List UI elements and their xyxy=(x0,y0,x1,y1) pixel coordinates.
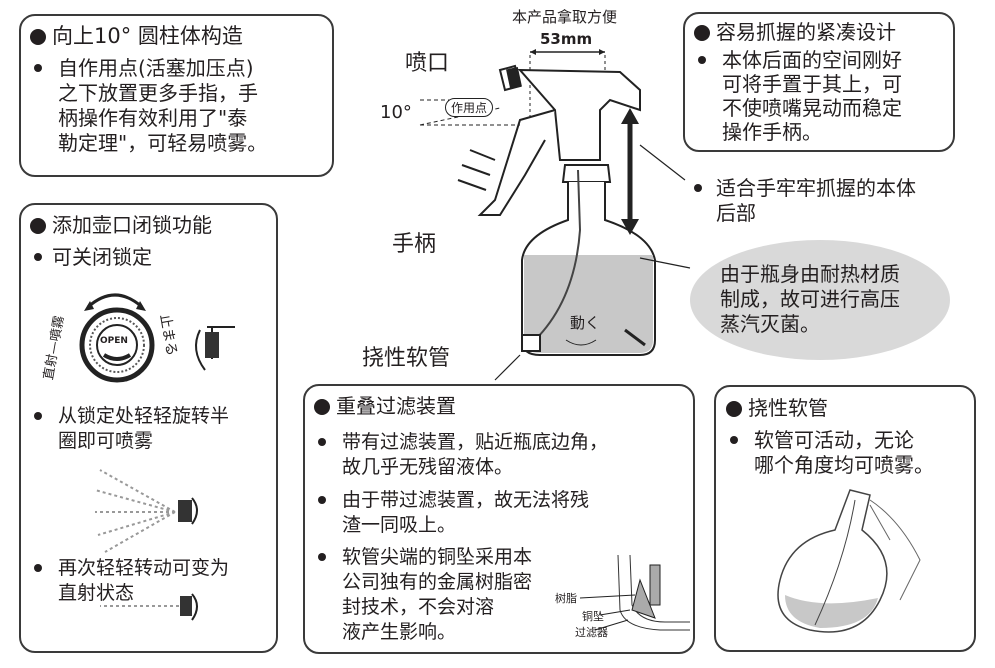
cylinder-structure-panel xyxy=(19,14,334,177)
bullet-icon xyxy=(698,56,706,64)
width-label: 53mm xyxy=(540,30,593,48)
top-note: 本产品拿取方便 xyxy=(512,8,618,26)
filter-title: 重叠过滤装置 xyxy=(314,394,456,419)
grip-note xyxy=(690,176,712,201)
bullet-icon xyxy=(318,438,326,446)
filter-text-1: 带有过滤装置，贴近瓶底边角， 故几乎无残留液体。 xyxy=(342,431,609,478)
lock-function-panel xyxy=(19,203,278,653)
hose-bullet xyxy=(726,428,748,453)
bullet-icon xyxy=(34,564,42,572)
bullet-icon xyxy=(730,436,738,444)
filter-item-3 xyxy=(314,545,336,570)
resin-label: 树脂 xyxy=(555,592,577,605)
compact-design-panel xyxy=(683,12,955,152)
filter-item-2 xyxy=(314,488,336,513)
bullet-icon xyxy=(34,253,42,261)
bullet-icon xyxy=(30,29,46,45)
copper-label: 铜坠 xyxy=(582,610,604,623)
move-label: 動く xyxy=(570,314,601,332)
bullet-icon xyxy=(318,496,326,504)
hose-title: 挠性软管 xyxy=(726,396,828,421)
bullet-icon xyxy=(726,401,742,417)
filter-label: 过滤器 xyxy=(575,626,608,639)
filter-text-2: 由于带过滤装置，故无法将残 渣一同吸上。 xyxy=(342,489,590,536)
bullet-icon xyxy=(34,64,42,72)
cylinder-text: 自作用点(活塞加压点) 之下放置更多手指，手 柄操作有效利用了"泰 勒定理"，可… xyxy=(58,56,268,155)
angle-label: 10° xyxy=(380,102,412,123)
filter-panel xyxy=(303,384,695,654)
sterilization-note: 由于瓶身由耐热材质 制成，故可进行高压 蒸汽灭菌。 xyxy=(720,262,900,336)
cylinder-body xyxy=(30,56,52,81)
action-point-label: 作用点 xyxy=(445,98,494,117)
lock-item-1: 可关闭锁定 xyxy=(30,245,152,270)
compact-bullet xyxy=(694,48,716,73)
dial-open-label: OPEN xyxy=(100,336,128,346)
grip-note-text: 适合手牢牢抓握的本体 后部 xyxy=(716,176,916,225)
bullet-icon xyxy=(30,218,46,234)
cylinder-title: 向上10° 圆柱体构造 xyxy=(30,24,243,49)
lock-item-3 xyxy=(30,556,52,581)
lock-text-3: 再次轻轻转动可变为 直射状态 xyxy=(58,557,230,604)
bullet-icon xyxy=(694,25,710,41)
bullet-icon xyxy=(318,553,326,561)
compact-title: 容易抓握的紧凑设计 xyxy=(694,20,896,45)
compact-body: 本体后面的空间刚好 可将手置于其上，可 不使喷嘴晃动而稳定 操作手柄。 xyxy=(722,48,902,144)
hose-body: 软管可活动，无论 哪个角度均可喷雾。 xyxy=(754,428,934,477)
bullet-icon xyxy=(694,184,702,192)
filter-text-3: 软管尖端的铜坠采用本 公司独有的金属树脂密 封技术，不会对溶 液产生影响。 xyxy=(342,546,533,643)
lock-title: 添加壶口闭锁功能 xyxy=(30,213,212,238)
lock-item-2 xyxy=(30,404,52,429)
bullet-icon xyxy=(34,412,42,420)
handle-label: 手柄 xyxy=(392,232,437,257)
filter-item-1 xyxy=(314,430,336,455)
bullet-icon xyxy=(314,399,330,415)
hose-label: 挠性软管 xyxy=(362,346,451,371)
nozzle-label: 喷口 xyxy=(405,51,450,76)
lock-text-2: 从锁定处轻轻旋转半 圈即可喷雾 xyxy=(58,405,230,452)
